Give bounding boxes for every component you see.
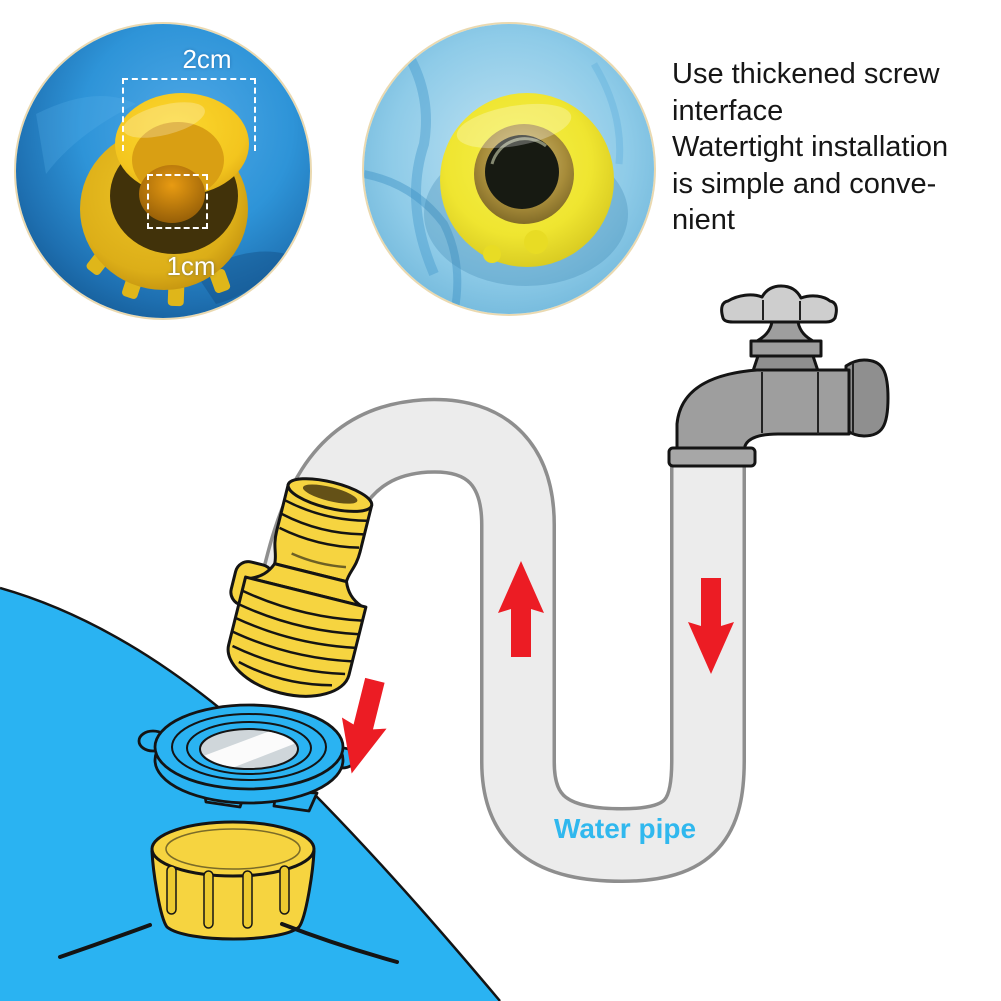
water-pipe-label: Water pipe — [553, 813, 697, 844]
flow-arrow-up-icon — [498, 561, 544, 657]
measurement-label-1cm: 1cm — [166, 251, 216, 281]
installed-photo-art — [364, 24, 654, 314]
description-line: Watertight installation — [672, 131, 949, 163]
description-text: Use thickened screw interface Watertight… — [672, 56, 1001, 239]
description-line: Use thickened screw — [672, 58, 940, 90]
faucet-tail — [844, 358, 890, 438]
flow-arrow-down-icon — [688, 578, 734, 674]
drain-cap-illustration — [58, 820, 399, 964]
measurement-label-2cm: 2cm — [182, 44, 232, 74]
water-pipe — [255, 397, 746, 884]
description-line: nient — [672, 204, 735, 236]
description-line: interface — [672, 94, 784, 127]
install-arrow-icon — [341, 677, 387, 774]
liner-line-left — [58, 923, 152, 959]
liner-line-right — [280, 922, 399, 964]
connector-photo-art — [16, 24, 310, 318]
faucet-spout-rim — [667, 446, 757, 468]
gasket-ring-illustration — [137, 703, 358, 813]
hose-connector-illustration — [226, 477, 374, 698]
description-line: is simple and conve- — [672, 167, 937, 200]
photo-connector-dimensions: 2cm 1cm — [14, 22, 312, 320]
faucet-handle — [720, 284, 838, 324]
faucet-illustration — [667, 284, 890, 468]
photo-installed-interface — [362, 22, 656, 316]
